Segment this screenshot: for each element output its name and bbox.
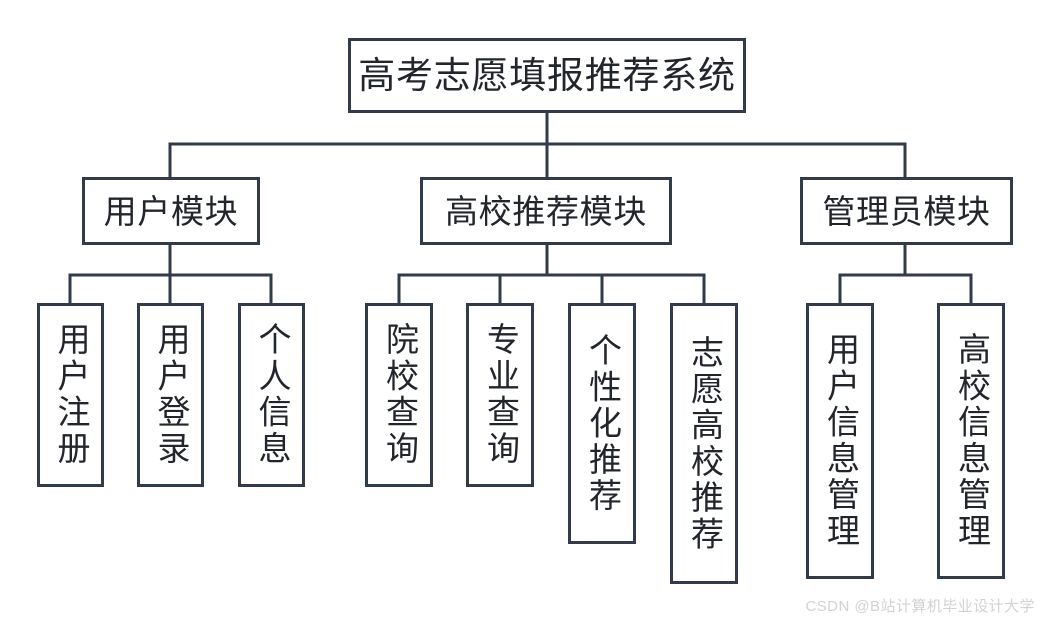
node-leaf-user-info-management-label: 用户信息管理 [822,332,860,550]
node-module-recommend-label: 高校推荐模块 [445,192,647,230]
node-leaf-major-query-label: 专业查询 [482,322,520,468]
node-module-user[interactable]: 用户模块 [82,177,260,245]
node-leaf-personal-info-label: 个人信息 [253,322,291,468]
node-leaf-personal-info[interactable]: 个人信息 [238,303,305,487]
watermark-text: CSDN @B站计算机毕业设计大学 [805,598,1035,615]
node-leaf-user-login-label: 用户登录 [152,322,190,468]
node-leaf-school-info-management[interactable]: 高校信息管理 [937,303,1005,579]
node-leaf-volunteer-school-recommend-label: 志愿高校推荐 [686,334,724,553]
node-leaf-personalized-recommend-label: 个性化推荐 [584,332,622,515]
node-leaf-user-register-label: 用户注册 [52,322,90,468]
node-leaf-school-query-label: 院校查询 [381,322,419,468]
node-module-user-label: 用户模块 [103,192,239,230]
node-leaf-school-info-management-label: 高校信息管理 [953,332,991,550]
node-leaf-personalized-recommend[interactable]: 个性化推荐 [568,303,636,544]
node-module-admin[interactable]: 管理员模块 [800,177,1013,245]
node-module-admin-label: 管理员模块 [822,192,991,230]
node-leaf-user-info-management[interactable]: 用户信息管理 [806,303,874,579]
node-leaf-school-query[interactable]: 院校查询 [365,303,433,487]
node-module-recommend[interactable]: 高校推荐模块 [420,177,672,245]
node-leaf-volunteer-school-recommend[interactable]: 志愿高校推荐 [670,303,738,584]
node-leaf-major-query[interactable]: 专业查询 [466,303,534,487]
node-root-label: 高考志愿填报推荐系统 [358,55,736,96]
node-leaf-user-login[interactable]: 用户登录 [137,303,204,487]
node-leaf-user-register[interactable]: 用户注册 [37,303,104,487]
node-root[interactable]: 高考志愿填报推荐系统 [348,38,746,113]
